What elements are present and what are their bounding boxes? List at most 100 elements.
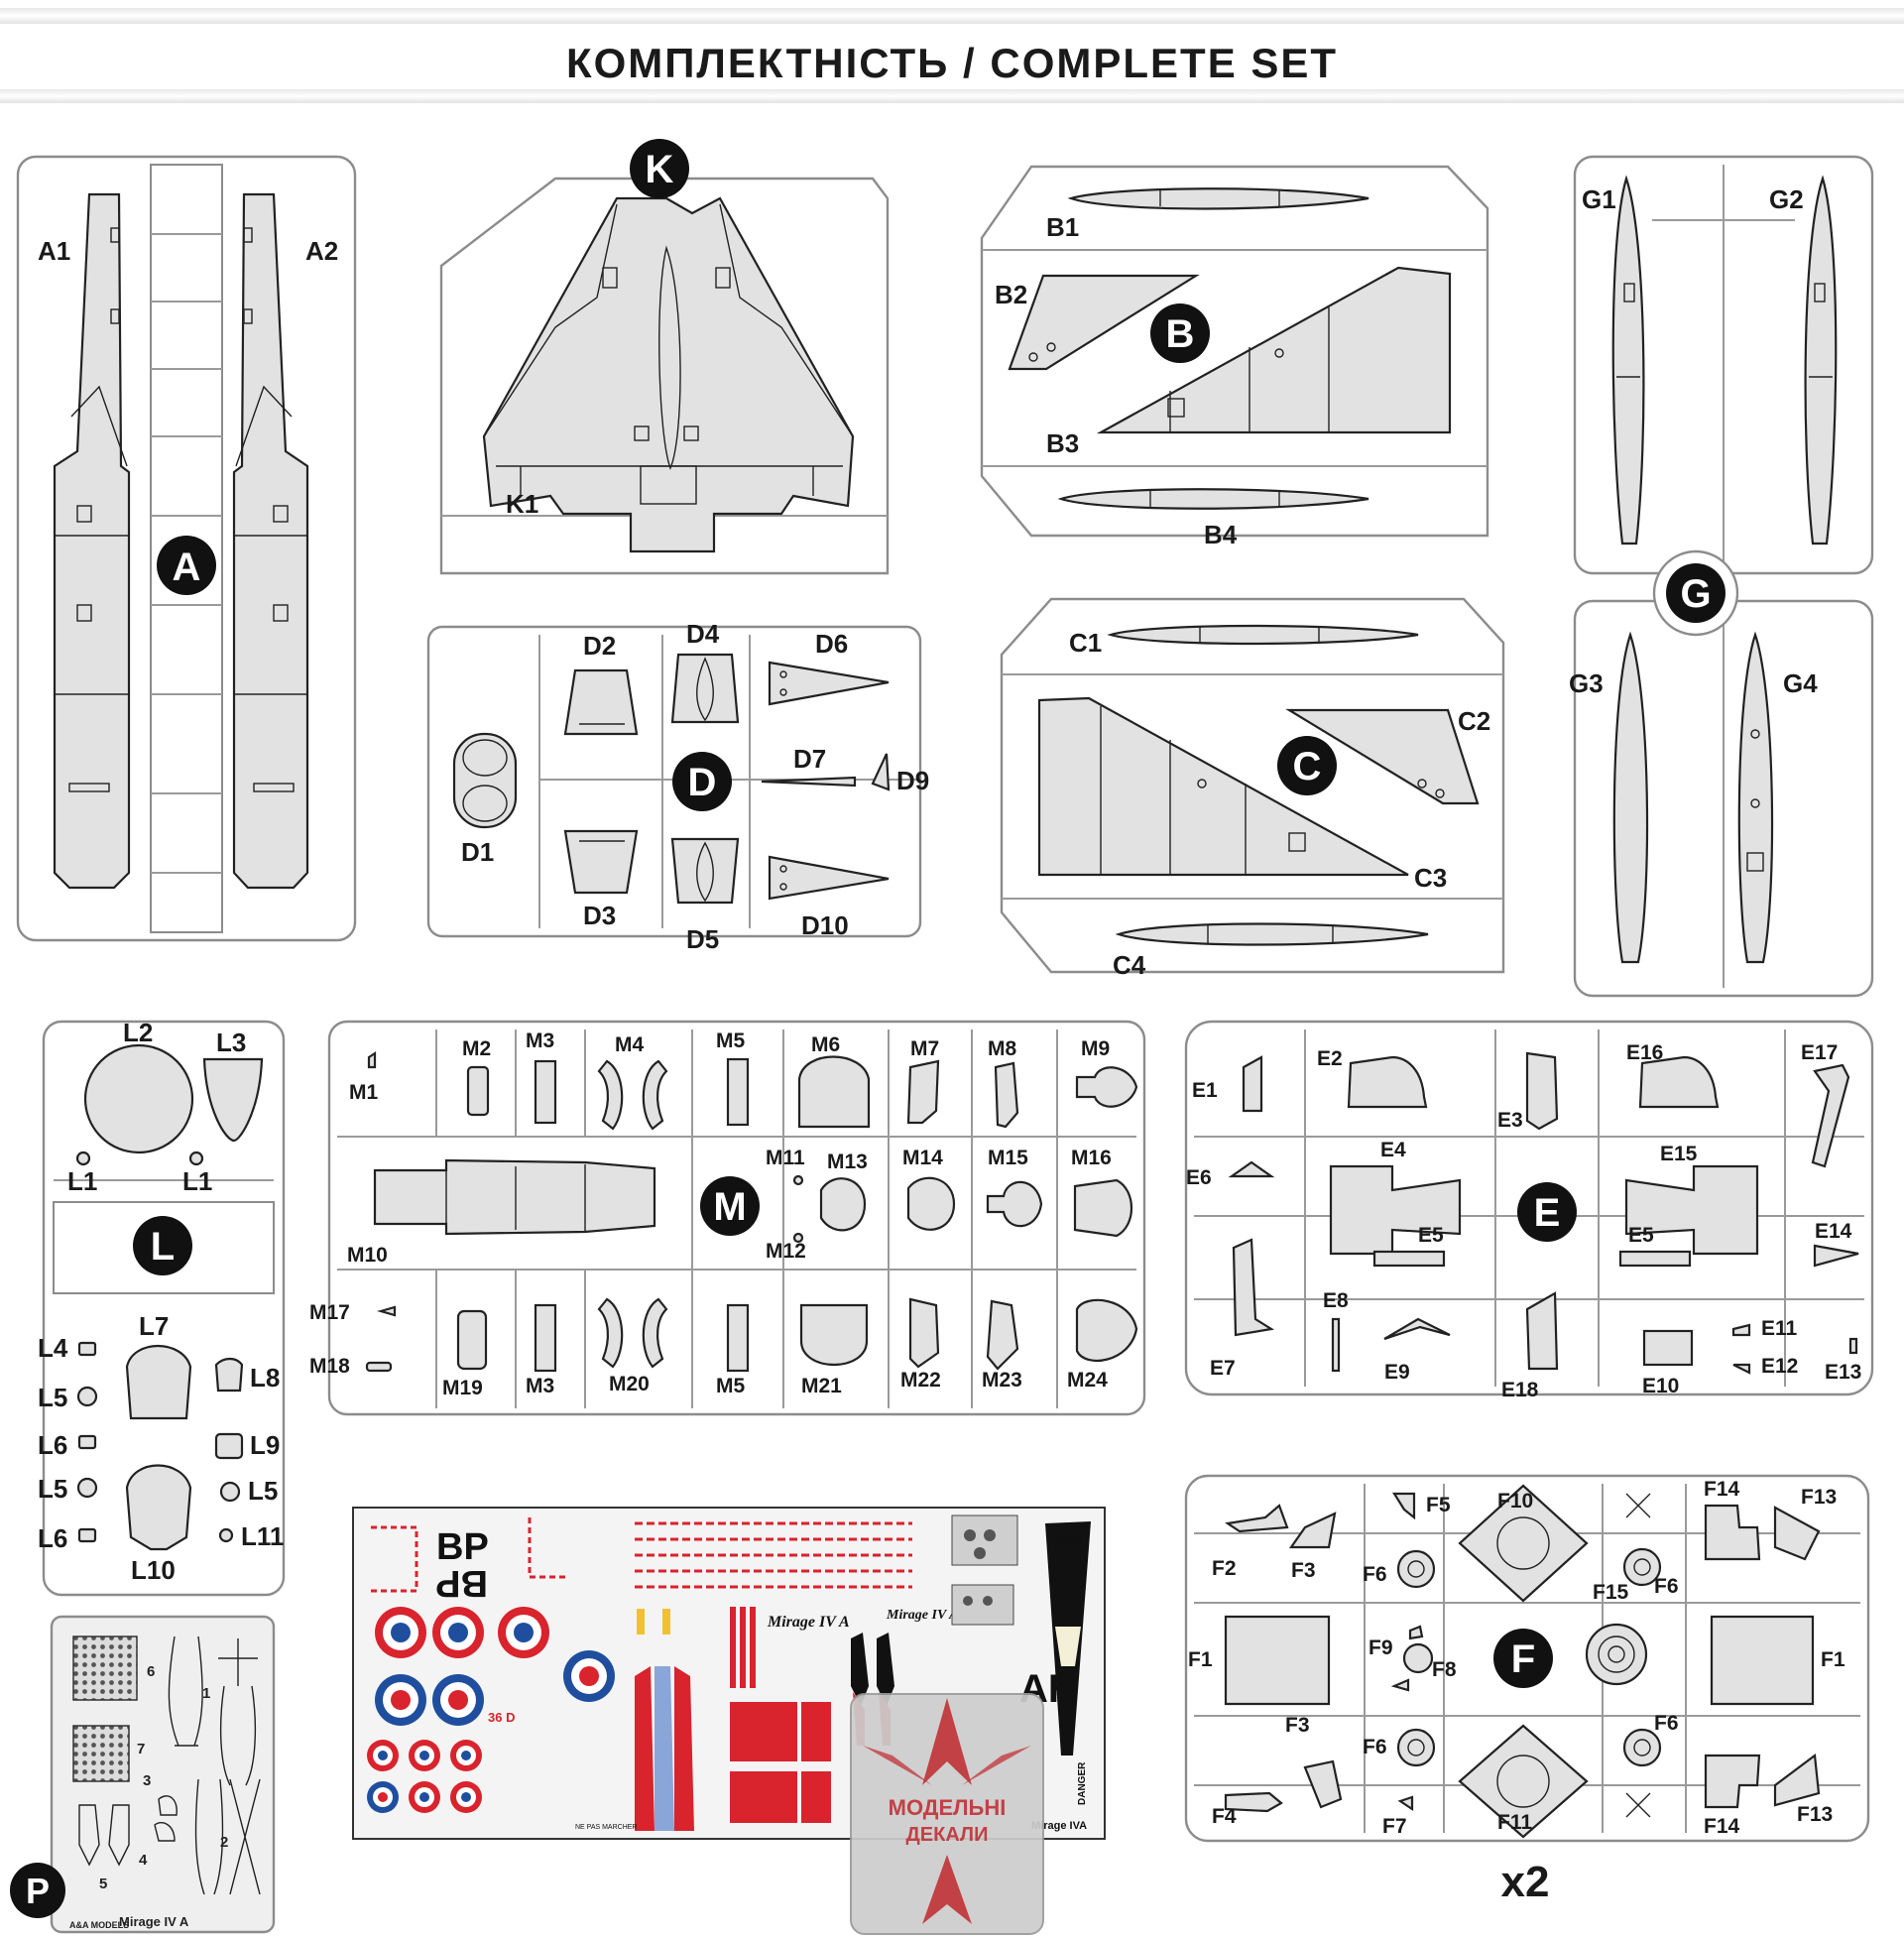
part-e6 bbox=[1228, 1160, 1275, 1178]
label-l2: L2 bbox=[123, 1018, 153, 1047]
header: КОМПЛЕКТНІСТЬ / COMPLETE SET bbox=[0, 8, 1904, 103]
part-m18 bbox=[365, 1361, 393, 1373]
label-g1: G1 bbox=[1582, 184, 1616, 214]
label-l5-b: L5 bbox=[38, 1474, 67, 1504]
part-f14-a bbox=[1704, 1504, 1761, 1561]
label-f6-d: F6 bbox=[1654, 1712, 1679, 1735]
sprue-l: L2 L3 L1 L1 L7 L4 L5 L6 L5 L6 L8 L9 L5 L… bbox=[38, 1018, 286, 1597]
label-l9-text: L9 bbox=[250, 1430, 280, 1460]
part-m12 bbox=[792, 1232, 804, 1244]
label-l7: L7 bbox=[139, 1311, 169, 1341]
sprue-letter-b: B bbox=[1166, 312, 1195, 356]
part-l1-right bbox=[188, 1151, 204, 1166]
sprue-f-multiplier: x2 bbox=[1501, 1858, 1550, 1906]
label-e11: E11 bbox=[1761, 1317, 1798, 1340]
label-f6-a: F6 bbox=[1363, 1563, 1387, 1586]
decal-roundels-large bbox=[375, 1607, 615, 1726]
label-m13: M13 bbox=[827, 1151, 868, 1173]
part-e8 bbox=[1331, 1317, 1341, 1373]
part-m21 bbox=[799, 1303, 869, 1367]
label-l6-b: L6 bbox=[38, 1523, 67, 1553]
label-m24: M24 bbox=[1067, 1369, 1108, 1392]
part-b2 bbox=[1008, 274, 1200, 371]
part-e9 bbox=[1383, 1317, 1451, 1341]
part-g2 bbox=[1804, 175, 1838, 545]
label-c4: C4 bbox=[1113, 950, 1146, 980]
sprue-letter-d: D bbox=[688, 761, 717, 804]
label-f6-b: F6 bbox=[1654, 1575, 1679, 1598]
part-a2 bbox=[232, 192, 309, 890]
label-l1-right: L1 bbox=[182, 1166, 212, 1196]
label-f13-a: F13 bbox=[1801, 1486, 1837, 1509]
label-m22: M22 bbox=[900, 1369, 941, 1392]
label-f4: F4 bbox=[1212, 1805, 1237, 1828]
part-e18 bbox=[1525, 1291, 1559, 1371]
part-m19 bbox=[456, 1309, 488, 1371]
decal-label-mirage-2: Mirage IV A bbox=[886, 1608, 958, 1623]
part-e13 bbox=[1848, 1337, 1858, 1355]
label-e1: E1 bbox=[1192, 1079, 1218, 1102]
sprue-badge-e bbox=[1517, 1182, 1577, 1242]
part-m10 bbox=[373, 1158, 656, 1236]
part-f6-b bbox=[1622, 1547, 1662, 1587]
label-a2: A2 bbox=[305, 236, 338, 266]
part-l5-b bbox=[76, 1477, 98, 1499]
decal-amd-ba: AMD-BA bbox=[1051, 1536, 1083, 1545]
label-l4: L4 bbox=[38, 1333, 68, 1363]
sprue-m: M1 M2 M3 M4 M5 M6 M7 M8 M9 M10 M11 M12 M… bbox=[309, 1020, 1146, 1416]
part-e7 bbox=[1232, 1238, 1275, 1337]
part-e1 bbox=[1242, 1055, 1263, 1113]
part-m4-b bbox=[642, 1059, 668, 1131]
label-d3: D3 bbox=[583, 901, 616, 930]
pe-label-6: 6 bbox=[147, 1663, 155, 1680]
label-f14-b: F14 bbox=[1704, 1815, 1740, 1838]
pe-label-1: 1 bbox=[202, 1685, 210, 1702]
decal-stripes bbox=[635, 1521, 912, 1589]
label-f15: F15 bbox=[1593, 1581, 1629, 1604]
part-l8 bbox=[214, 1357, 244, 1393]
label-e5-b: E5 bbox=[1628, 1224, 1654, 1247]
pe-model: Mirage IV A bbox=[119, 1914, 189, 1929]
watermark-stamp: МОДЕЛЬНІ ДЕКАЛИ bbox=[850, 1693, 1044, 1935]
pe-part-2 bbox=[194, 1778, 261, 1895]
label-c2: C2 bbox=[1458, 706, 1490, 736]
part-c2 bbox=[1285, 708, 1480, 805]
part-f3-a bbox=[1288, 1512, 1337, 1549]
label-m11: M11 bbox=[766, 1147, 805, 1169]
decal-red-panels bbox=[730, 1702, 831, 1823]
label-e4: E4 bbox=[1380, 1139, 1406, 1161]
label-f3-a: F3 bbox=[1291, 1559, 1316, 1582]
label-g4: G4 bbox=[1783, 668, 1818, 698]
sprue-letter-c: C bbox=[1293, 745, 1322, 788]
sprue-k: K K1 bbox=[439, 139, 890, 575]
label-c3: C3 bbox=[1414, 863, 1447, 893]
pe-part-1-left bbox=[168, 1635, 203, 1747]
decal-danger: DANGER bbox=[1077, 1761, 1088, 1805]
label-e12: E12 bbox=[1761, 1355, 1798, 1378]
label-d6: D6 bbox=[815, 629, 848, 659]
decal-roundels-small bbox=[367, 1740, 482, 1813]
part-e5-b bbox=[1618, 1250, 1692, 1268]
decal-label-mirage-1: Mirage IV A bbox=[767, 1614, 850, 1631]
part-f7-b bbox=[1390, 1678, 1410, 1692]
part-f14-b bbox=[1704, 1754, 1761, 1809]
sprue-badge-b bbox=[1150, 303, 1210, 363]
part-e5-a bbox=[1372, 1250, 1446, 1268]
label-m1: M1 bbox=[349, 1081, 378, 1104]
label-e18: E18 bbox=[1501, 1379, 1539, 1401]
part-m13 bbox=[819, 1177, 867, 1232]
label-f1-a: F1 bbox=[1188, 1648, 1213, 1671]
label-m20: M20 bbox=[609, 1373, 650, 1395]
sprue-letter-k: K bbox=[646, 148, 674, 191]
sprue-badge-f bbox=[1493, 1629, 1553, 1688]
label-f1-b: F1 bbox=[1821, 1648, 1845, 1671]
part-e12 bbox=[1732, 1363, 1751, 1375]
part-c4 bbox=[1115, 922, 1429, 946]
part-m5-b bbox=[726, 1303, 750, 1373]
part-m3-b bbox=[534, 1303, 557, 1373]
label-m7: M7 bbox=[910, 1037, 939, 1060]
sprue-badge-m bbox=[700, 1176, 760, 1236]
label-f2: F2 bbox=[1212, 1557, 1237, 1580]
label-e13: E13 bbox=[1825, 1361, 1861, 1384]
label-e7: E7 bbox=[1210, 1357, 1236, 1380]
